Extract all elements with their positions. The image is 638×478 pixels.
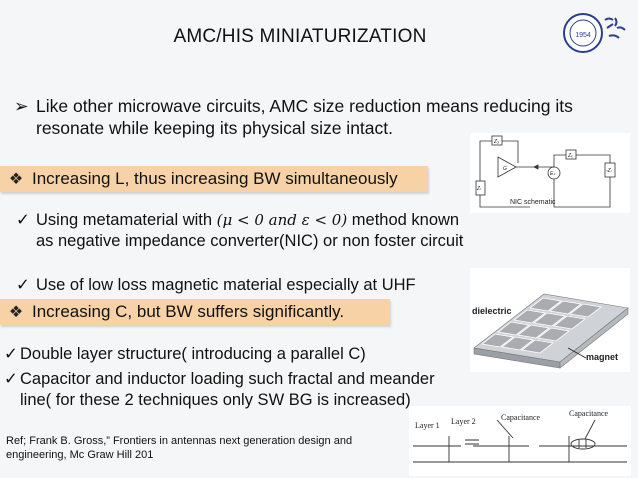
check-icon: ✓ [16,211,30,229]
layer2-label: Layer 2 [451,417,476,426]
zl-label: Zₗ [476,186,482,192]
university-logo: 1954 [563,13,626,53]
sub-bullet-metamaterial-post: method known as negative impedance conve… [36,211,464,250]
highlight-increasing-c-text: Increasing C, but BW suffers significant… [32,302,345,321]
neg-zl-label: -Zₗ [606,168,613,174]
check-icon: ✓ [4,370,18,388]
list-item: ✓ Capacitor and inductor loading such fr… [4,369,440,411]
magnetic-dielectric-figure: dielectric magnet [470,268,630,372]
bullet-intro-text: Like other microwave circuits, AMC size … [36,96,573,138]
slide-title: AMC/HIS MINIATURIZATION [173,26,427,47]
diamond-bullet-icon: ❖ [8,171,24,188]
capacitance-label-1: Capacitance [501,413,541,422]
es-label: Eₛ [550,171,555,177]
sub-bullet-metamaterial-pre: Using metamaterial with [36,211,217,229]
nic-caption: NIC schematic [510,199,556,206]
magnet-label: magnet [586,352,618,362]
highlight-increasing-l-text: Increasing L, thus increasing BW simulta… [32,169,398,188]
capacitance-label-2: Capacitance [569,409,609,418]
sub-bullet-metamaterial: ✓ Using metamaterial with (μ < 0 and ε <… [16,210,466,252]
nic-schematic-figure: Z₃ Zₓ Zₗ Eₛ G -Zₗ NIC schematic [470,133,630,213]
highlight-increasing-c: ❖ Increasing C, but BW suffers significan… [0,299,390,325]
arrow-bullet-icon: ➢ [14,96,29,116]
bullet-intro: ➢ Like other microwave circuits, AMC siz… [14,95,611,139]
zx-label: Zₓ [567,153,573,159]
sub-bullet-magnetic-text: Use of low loss magnetic material especi… [36,276,416,294]
layer1-label: Layer 1 [415,421,440,430]
check-icon: ✓ [16,276,30,294]
list-item-text: Double layer structure( introducing a pa… [20,345,366,363]
list-item: ✓ Double layer structure( introducing a … [4,344,366,365]
diamond-bullet-icon: ❖ [8,304,24,321]
list-item-text: Capacitor and inductor loading such frac… [20,370,435,409]
highlight-increasing-l: ❖ Increasing L, thus increasing BW simult… [0,166,428,192]
sub-bullet-magnetic: ✓ Use of low loss magnetic material espe… [16,275,486,296]
double-layer-figure: Layer 1 Layer 2 Capacitance Capacitance [409,406,631,476]
reference-text: Ref; Frank B. Gross,” Frontiers in anten… [6,435,353,461]
check-icon: ✓ [4,345,18,363]
dielectric-label: dielectric [472,306,512,316]
permeability-permittivity-expr: (μ < 0 and ε < 0) [216,211,348,229]
logo-year: 1954 [575,32,591,39]
z3-label: Z₃ [493,139,499,145]
gain-label: G [503,166,507,172]
